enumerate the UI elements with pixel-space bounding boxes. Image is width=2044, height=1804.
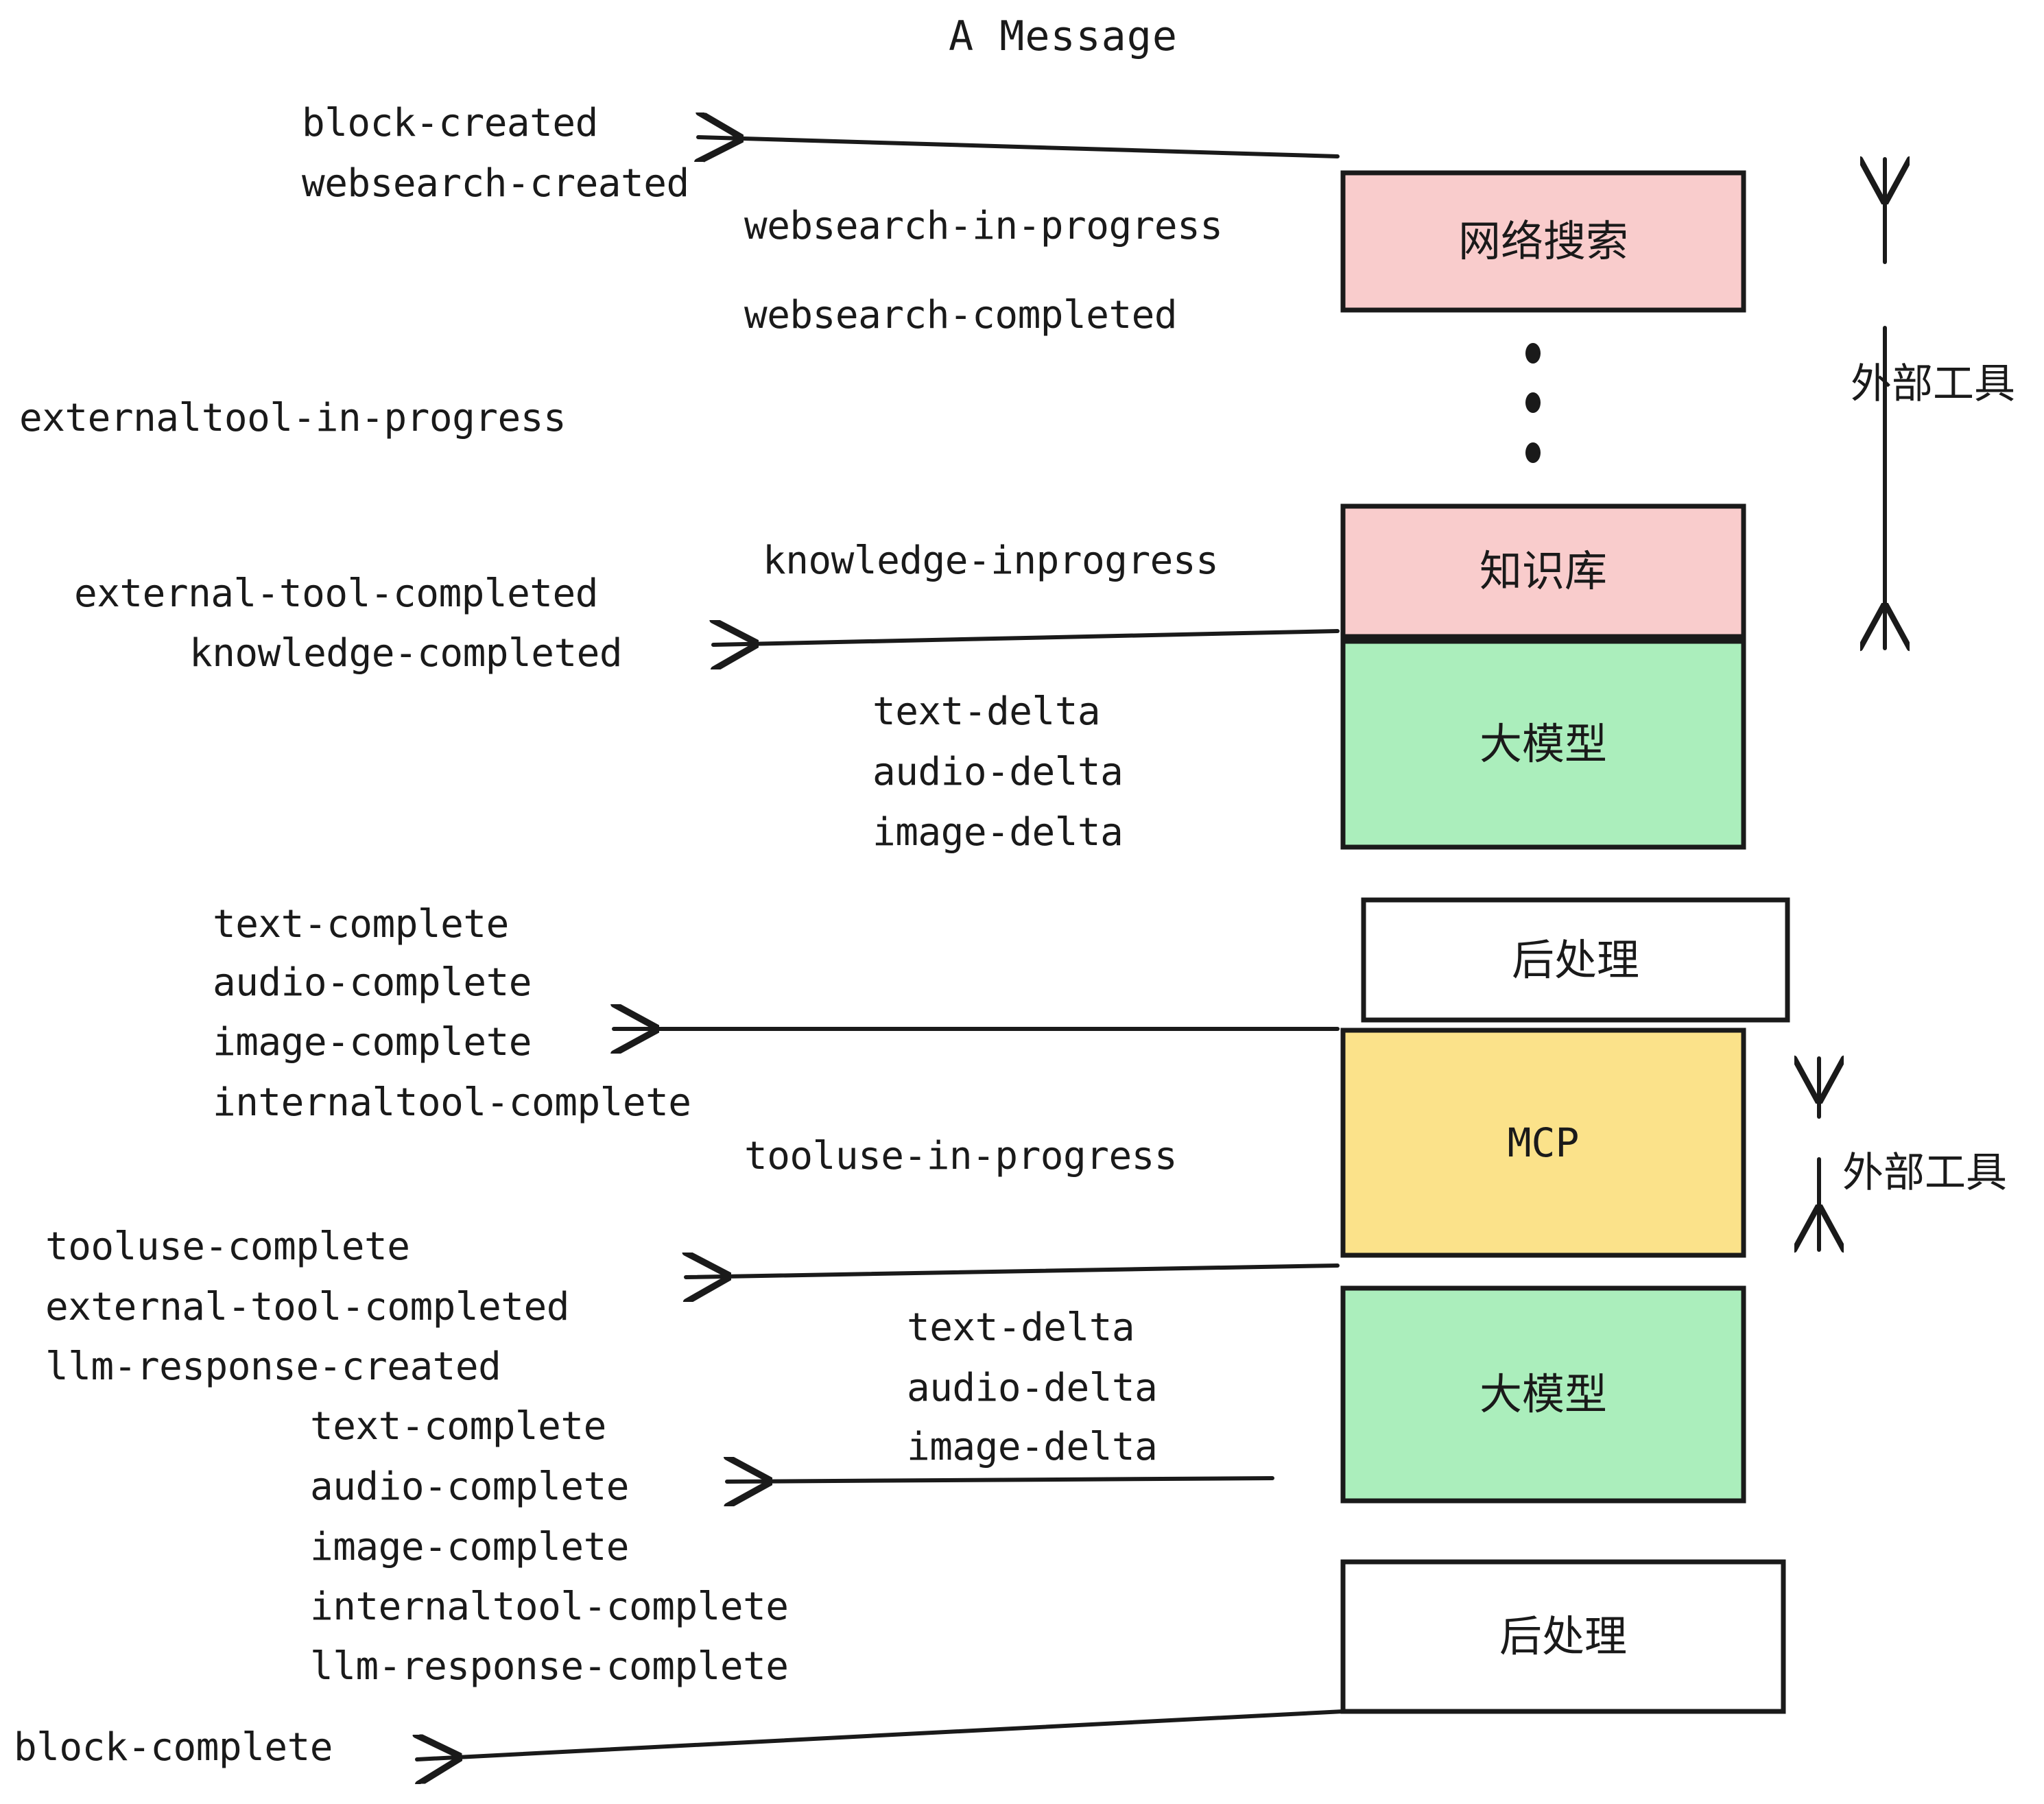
arrow-websearch-created <box>698 137 1340 156</box>
event-label: text-delta <box>907 1305 1135 1350</box>
external-tool-top-label: 外部工具 <box>1851 360 2015 408</box>
event-label: knowledge-completed <box>189 631 623 676</box>
side-annotation-arrows <box>1819 159 1885 1250</box>
event-label: image-delta <box>907 1425 1158 1469</box>
event-label: image-complete <box>310 1525 630 1569</box>
node-label-postprocess-2: 后处理 <box>1499 1611 1628 1661</box>
event-label: internaltool-complete <box>213 1080 691 1125</box>
event-label: image-complete <box>213 1020 532 1065</box>
event-label: text-complete <box>310 1404 606 1449</box>
external-tool-mcp-label: 外部工具 <box>1842 1149 2007 1197</box>
arrow-tooluse-complete <box>686 1266 1340 1277</box>
event-label: image-delta <box>872 810 1124 855</box>
ellipsis-dot-1 <box>1525 343 1541 364</box>
flow-arrows <box>417 137 1345 1759</box>
node-label-websearch: 网络搜索 <box>1458 216 1629 266</box>
event-label: websearch-created <box>302 161 689 206</box>
arrow-audio-complete <box>727 1478 1274 1482</box>
event-label: block-created <box>302 101 598 145</box>
event-label: tooluse-in-progress <box>744 1134 1178 1178</box>
event-label: external-tool-completed <box>74 571 598 616</box>
event-label: knowledge-inprogress <box>763 538 1219 583</box>
arrow-block-complete <box>417 1709 1345 1759</box>
node-label-llm-2: 大模型 <box>1479 1369 1608 1419</box>
event-label: websearch-completed <box>744 293 1178 337</box>
event-label: internaltool-complete <box>310 1585 789 1629</box>
event-label: text-complete <box>213 902 509 947</box>
node-label-mcp: MCP <box>1507 1119 1580 1166</box>
event-label: llm-response-created <box>45 1344 501 1389</box>
event-label: audio-delta <box>872 750 1124 794</box>
ellipsis-dots <box>1525 343 1541 463</box>
event-label: audio-delta <box>907 1366 1158 1410</box>
event-label: llm-response-complete <box>310 1644 789 1689</box>
event-label: block-complete <box>14 1725 333 1770</box>
ellipsis-dot-3 <box>1525 442 1541 463</box>
ellipsis-dot-2 <box>1525 392 1541 413</box>
event-label: audio-complete <box>213 960 532 1005</box>
event-label: tooluse-complete <box>45 1224 410 1269</box>
event-label: text-delta <box>872 689 1101 734</box>
arrow-knowledge-completed <box>713 631 1340 645</box>
event-label: audio-complete <box>310 1464 630 1509</box>
node-label-knowledge: 知识库 <box>1479 546 1608 596</box>
event-label: websearch-in-progress <box>744 204 1223 248</box>
node-label-llm-1: 大模型 <box>1479 719 1608 769</box>
event-label: external-tool-completed <box>45 1285 569 1329</box>
event-label: externaltool-in-progress <box>19 396 567 440</box>
diagram-title: A Message <box>948 12 1178 60</box>
node-label-postprocess-1: 后处理 <box>1511 934 1640 985</box>
